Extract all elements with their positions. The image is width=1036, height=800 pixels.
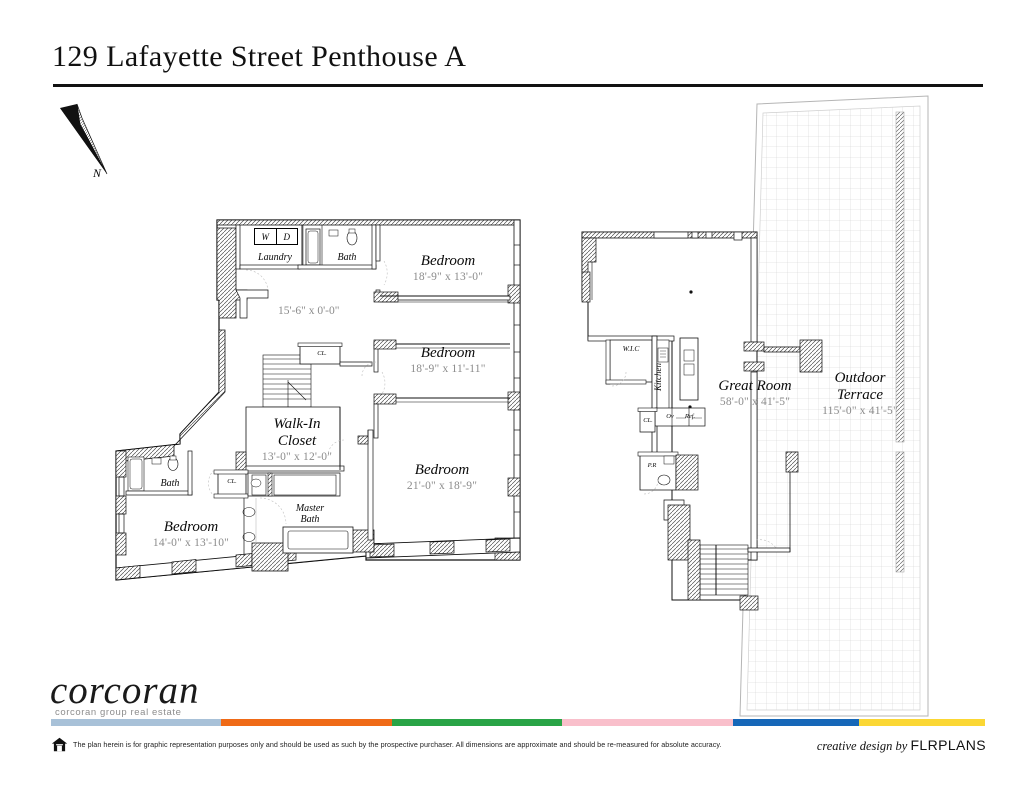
color-band-4 <box>562 719 733 726</box>
corcoran-logo: corcoran <box>50 669 200 712</box>
color-band-5 <box>732 719 859 726</box>
dryer-label: D <box>283 231 291 242</box>
color-band-2 <box>221 719 392 726</box>
washer-dryer-box: W D <box>254 228 298 245</box>
disclaimer-text: The plan herein is for graphic represent… <box>73 740 722 749</box>
equal-housing-opportunity-icon <box>51 737 68 752</box>
credit-brand: FLRPLANS <box>910 737 986 753</box>
corcoran-tagline: corcoran group real estate <box>55 707 182 718</box>
color-band-6 <box>858 719 985 726</box>
washer-label: W <box>255 229 277 244</box>
page-title: 129 Lafayette Street Penthouse A <box>52 40 467 73</box>
credit-prefix: creative design <box>816 739 893 753</box>
credit-by: by <box>895 739 908 753</box>
brand-color-bar <box>51 719 985 726</box>
title-divider <box>53 84 983 87</box>
design-credit: creative design by FLRPLANS <box>817 737 986 754</box>
color-band-1 <box>51 719 222 726</box>
color-band-3 <box>391 719 563 726</box>
north-arrow-icon <box>60 103 108 175</box>
north-letter: N <box>93 166 102 180</box>
